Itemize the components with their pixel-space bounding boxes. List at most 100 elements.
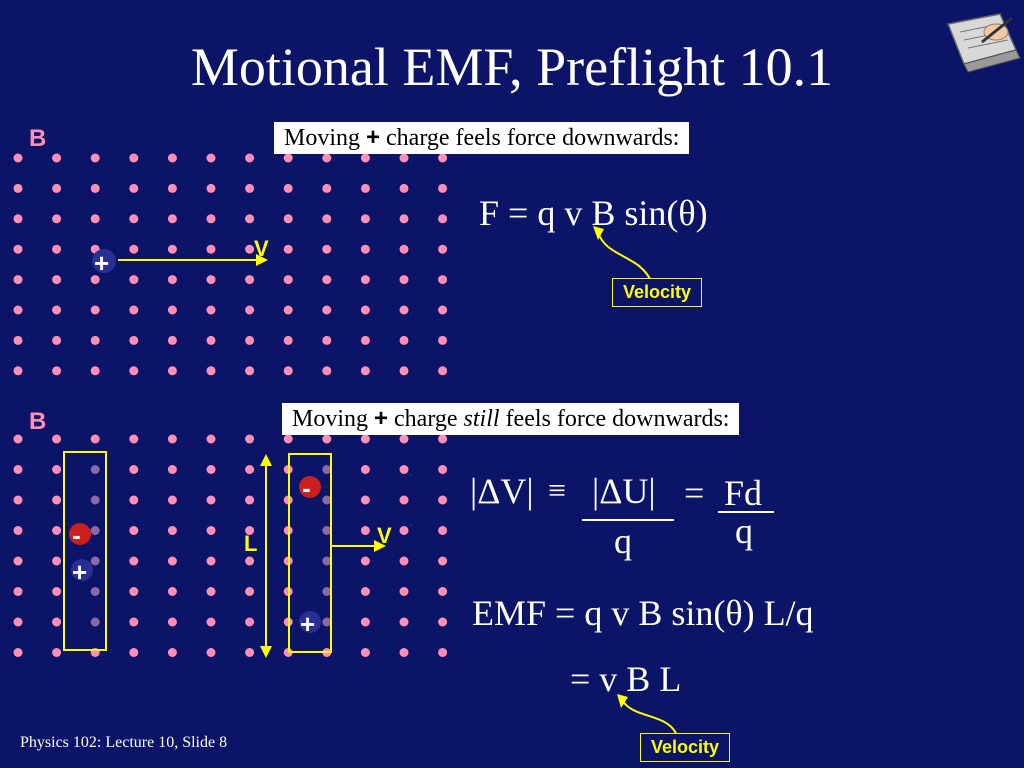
field-dot xyxy=(360,183,370,193)
field-dot xyxy=(129,214,139,224)
field-dot xyxy=(90,366,100,376)
field-dot xyxy=(13,434,23,444)
magnetic-field-label-top: B xyxy=(29,125,47,152)
field-dot xyxy=(322,335,332,345)
field-dot xyxy=(245,153,255,163)
field-dot xyxy=(245,556,255,566)
field-dot xyxy=(167,335,177,345)
field-dot xyxy=(167,587,177,596)
field-dot xyxy=(206,587,216,596)
field-dot xyxy=(438,275,448,285)
field-dot xyxy=(52,434,62,444)
field-dot xyxy=(13,587,23,596)
field-dot xyxy=(13,335,23,345)
field-dot xyxy=(13,556,23,566)
field-dot xyxy=(90,526,100,535)
field-dot xyxy=(206,335,216,345)
field-dot xyxy=(52,305,62,315)
field-dot xyxy=(167,434,177,444)
field-dot xyxy=(245,335,255,345)
field-dot xyxy=(206,244,216,254)
field-dot xyxy=(399,434,409,444)
length-arrowhead-top xyxy=(260,454,272,466)
statement-top-plus: + xyxy=(366,124,381,151)
field-dot xyxy=(283,305,293,315)
field-dot xyxy=(399,305,409,315)
field-dot xyxy=(167,556,177,566)
field-dot xyxy=(399,183,409,193)
field-dot xyxy=(90,335,100,345)
positive-charge-right-rod xyxy=(299,611,321,633)
field-dot xyxy=(129,587,139,596)
field-dot xyxy=(90,556,100,566)
field-dot xyxy=(129,648,139,657)
field-dot xyxy=(399,244,409,254)
field-dot xyxy=(245,434,255,444)
field-dot xyxy=(438,244,448,254)
field-dot xyxy=(167,648,177,657)
field-dot xyxy=(52,617,62,627)
field-dot xyxy=(245,214,255,224)
field-dot xyxy=(322,183,332,193)
field-dot xyxy=(52,214,62,224)
field-dot xyxy=(322,244,332,254)
field-dot xyxy=(13,495,23,505)
velocity-arrowhead-top xyxy=(256,254,268,266)
field-dots-bottom xyxy=(13,434,448,657)
field-dot xyxy=(360,526,370,535)
velocity-callout-tip-bottom xyxy=(617,694,628,708)
field-dot xyxy=(399,556,409,566)
field-dot xyxy=(360,465,370,474)
field-dot xyxy=(167,366,177,376)
field-dot xyxy=(90,617,100,627)
field-dot xyxy=(322,305,332,315)
field-dot xyxy=(360,587,370,596)
field-dot xyxy=(399,275,409,285)
field-dot xyxy=(399,153,409,163)
field-dot xyxy=(322,526,332,535)
force-distance-numerator: Fd xyxy=(724,473,763,513)
field-dot xyxy=(52,556,62,566)
positive-charge-sign-top: + xyxy=(94,248,109,278)
field-dot xyxy=(90,153,100,163)
field-dot xyxy=(167,526,177,535)
statement-bottom-mid: charge xyxy=(388,406,464,432)
equivalence-symbol: ≡ xyxy=(548,472,567,508)
field-dot xyxy=(52,526,62,535)
field-dot xyxy=(245,617,255,627)
field-dot xyxy=(206,434,216,444)
field-dot xyxy=(438,617,448,627)
field-dot xyxy=(206,556,216,566)
equals-symbol: = xyxy=(684,473,705,513)
field-dot xyxy=(360,648,370,657)
field-dot xyxy=(167,465,177,474)
field-dot xyxy=(206,366,216,376)
velocity-callout-bottom: Velocity xyxy=(640,733,731,762)
field-dot xyxy=(206,526,216,535)
left-rod xyxy=(63,451,107,651)
velocity-label-top: V xyxy=(254,236,269,261)
force-distance-denominator: q xyxy=(735,511,753,551)
field-dot xyxy=(399,648,409,657)
field-dot xyxy=(90,495,100,505)
field-dot xyxy=(360,495,370,505)
field-dot xyxy=(129,617,139,627)
positive-charge-left-rod xyxy=(71,559,93,581)
field-dot xyxy=(206,183,216,193)
field-dot xyxy=(206,275,216,285)
field-dot xyxy=(52,648,62,657)
field-dot xyxy=(438,183,448,193)
field-dot xyxy=(90,434,100,444)
field-dot xyxy=(360,366,370,376)
field-dot xyxy=(245,305,255,315)
field-dot xyxy=(90,183,100,193)
length-label: L xyxy=(244,531,258,556)
field-dot xyxy=(52,275,62,285)
field-dot xyxy=(322,153,332,163)
field-dot xyxy=(438,214,448,224)
field-dot xyxy=(13,617,23,627)
field-dot xyxy=(438,305,448,315)
potential-energy-numerator: |ΔU| xyxy=(592,471,656,511)
velocity-callout-top: Velocity xyxy=(612,278,703,307)
field-dot xyxy=(52,244,62,254)
